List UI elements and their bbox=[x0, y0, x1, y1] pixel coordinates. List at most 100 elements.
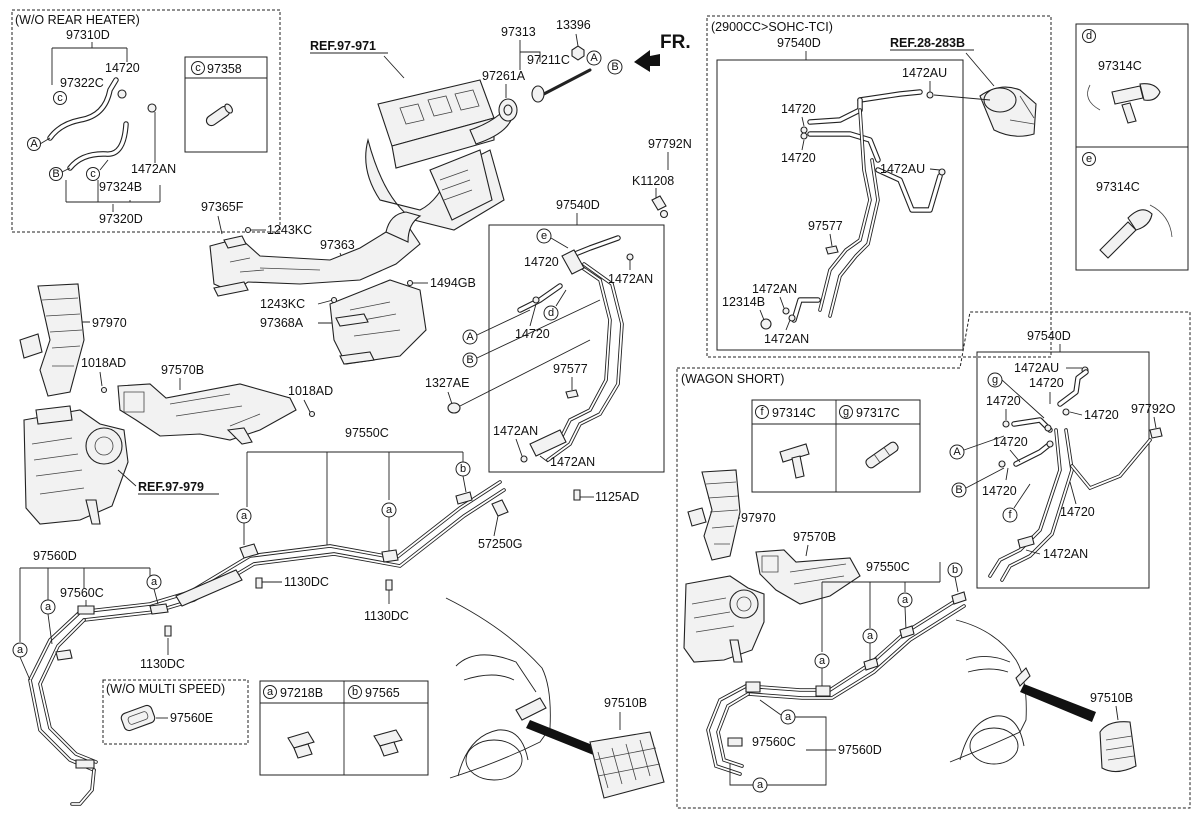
label-97324B: 97324B bbox=[99, 180, 142, 194]
label-14720-a: 14720 bbox=[105, 61, 140, 75]
ref-97-971: REF.97-971 bbox=[310, 39, 376, 53]
label-97970-b: 97970 bbox=[741, 511, 776, 525]
label-97577-a: 97577 bbox=[553, 362, 588, 376]
label-97970-a: 97970 bbox=[92, 316, 127, 330]
circle-a-4: a bbox=[45, 601, 52, 613]
legend-g-part: 97317C bbox=[856, 406, 900, 420]
circle-b-1: b bbox=[460, 463, 466, 475]
label-97320D-a: 97320D bbox=[99, 212, 143, 226]
label-1472AN-a: 1472AN bbox=[131, 162, 176, 176]
label-97510B-a: 97510B bbox=[604, 696, 647, 710]
wo-multi-speed-title: (W/O MULTI SPEED) bbox=[106, 682, 225, 696]
label-97540D-b: 97540D bbox=[777, 36, 821, 50]
legend-e-letter: e bbox=[1086, 153, 1092, 165]
label-14720-h: 14720 bbox=[1084, 408, 1119, 422]
legend-b-part: 97565 bbox=[365, 686, 400, 700]
label-14720-k: 14720 bbox=[1060, 505, 1095, 519]
label-1018AD-a: 1018AD bbox=[81, 356, 126, 370]
label-14720-e: 14720 bbox=[781, 151, 816, 165]
legend-e-box bbox=[1075, 146, 1189, 271]
circle-b-2: b bbox=[952, 564, 958, 576]
ref-28-283b: REF.28-283B bbox=[890, 36, 965, 50]
label-1472AN-d: 1472AN bbox=[550, 455, 595, 469]
label-14720-c: 14720 bbox=[515, 327, 550, 341]
circle-g-1: g bbox=[992, 374, 998, 386]
label-97560D-a: 97560D bbox=[33, 549, 77, 563]
legend-b-letter: b bbox=[352, 686, 358, 698]
wagon-short-title: (WAGON SHORT) bbox=[681, 372, 784, 386]
circle-d-1: d bbox=[548, 307, 554, 319]
label-1130DC-c: 1130DC bbox=[140, 657, 185, 671]
circle-B-2: B bbox=[611, 61, 618, 73]
legend-g-letter: g bbox=[843, 406, 849, 418]
label-1494GB: 1494GB bbox=[430, 276, 476, 290]
label-14720-g: 14720 bbox=[986, 394, 1021, 408]
duct-97970-wagon-icon bbox=[687, 469, 741, 561]
actuator-97261A-icon bbox=[498, 98, 518, 122]
label-1327AE: 1327AE bbox=[425, 376, 469, 390]
connector-f-icon bbox=[779, 443, 810, 479]
circle-f-1: f bbox=[1008, 509, 1012, 521]
label-1472AN-c: 1472AN bbox=[493, 424, 538, 438]
label-13396: 13396 bbox=[556, 18, 591, 32]
label-57250G: 57250G bbox=[478, 537, 522, 551]
clip-b-icon bbox=[373, 729, 403, 757]
label-14720-d: 14720 bbox=[781, 102, 816, 116]
duct-97970-icon bbox=[19, 283, 85, 397]
label-97560C-b: 97560C bbox=[752, 735, 796, 749]
duct-97570B-icon bbox=[117, 383, 297, 445]
label-97363: 97363 bbox=[320, 238, 355, 252]
rear-heater-hoses bbox=[47, 77, 157, 171]
circle-a-5: a bbox=[17, 644, 24, 656]
label-97368A: 97368A bbox=[260, 316, 304, 330]
label-14720-j: 14720 bbox=[982, 484, 1017, 498]
leader-arrow-left bbox=[526, 720, 600, 756]
label-1472AN-b: 1472AN bbox=[608, 272, 653, 286]
label-1472AU-a: 1472AU bbox=[902, 66, 947, 80]
label-1243KC-a: 1243KC bbox=[267, 223, 312, 237]
circle-A-1: A bbox=[30, 138, 38, 150]
legend-c-letter: c bbox=[195, 62, 201, 74]
legend-e-part: 97314C bbox=[1096, 180, 1140, 194]
label-97211C: 97211C bbox=[527, 53, 570, 67]
label-97550C-a: 97550C bbox=[345, 426, 389, 440]
circle-a-2: a bbox=[386, 504, 393, 516]
circle-a-7: a bbox=[867, 630, 874, 642]
label-97792N: 97792N bbox=[648, 137, 692, 151]
label-1472AU-b: 1472AU bbox=[880, 162, 925, 176]
circle-A-2: A bbox=[590, 52, 598, 64]
label-97510B-b: 97510B bbox=[1090, 691, 1133, 705]
label-97365F: 97365F bbox=[201, 200, 244, 214]
circle-a-6: a bbox=[902, 594, 909, 606]
label-97322C: 97322C bbox=[60, 76, 104, 90]
vehicle-rear-left-icon bbox=[445, 597, 551, 781]
engine-heater-pipes bbox=[791, 89, 943, 323]
legend-f-letter: f bbox=[760, 406, 764, 418]
circle-B-4: B bbox=[955, 484, 962, 496]
legend-f-part: 97314C bbox=[772, 406, 816, 420]
wagon-heater-pipes bbox=[988, 369, 1152, 582]
label-97313: 97313 bbox=[501, 25, 536, 39]
hvac-main-unit-wagon-icon bbox=[683, 575, 765, 663]
bolt-13396-icon bbox=[571, 45, 585, 61]
label-1472AN-e: 1472AN bbox=[752, 282, 797, 296]
label-1018AD-b: 1018AD bbox=[288, 384, 333, 398]
label-1472AU-c: 1472AU bbox=[1014, 361, 1059, 375]
engine-2900-title: (2900CC>SOHC-TCI) bbox=[711, 20, 833, 34]
hose-clamp-c-icon bbox=[205, 103, 233, 127]
connector-d-icon bbox=[1087, 83, 1161, 124]
label-K11208: K11208 bbox=[632, 174, 674, 188]
circle-a-8: a bbox=[819, 655, 826, 667]
circle-a-1: a bbox=[241, 510, 248, 522]
circle-A-4: A bbox=[953, 446, 961, 458]
wagon-short-inner-box bbox=[976, 351, 1150, 589]
label-14720-i: 14720 bbox=[993, 435, 1028, 449]
wo-rear-heater-title: (W/O REAR HEATER) bbox=[15, 13, 140, 27]
circle-A-3: A bbox=[466, 331, 474, 343]
legend-d-letter: d bbox=[1086, 30, 1092, 42]
label-97560D-b: 97560D bbox=[838, 743, 882, 757]
grommet-1327AE-icon bbox=[447, 339, 591, 414]
circle-B-1: B bbox=[52, 168, 59, 180]
connector-g-icon bbox=[865, 441, 899, 469]
underbody-pipes-left bbox=[28, 480, 506, 806]
